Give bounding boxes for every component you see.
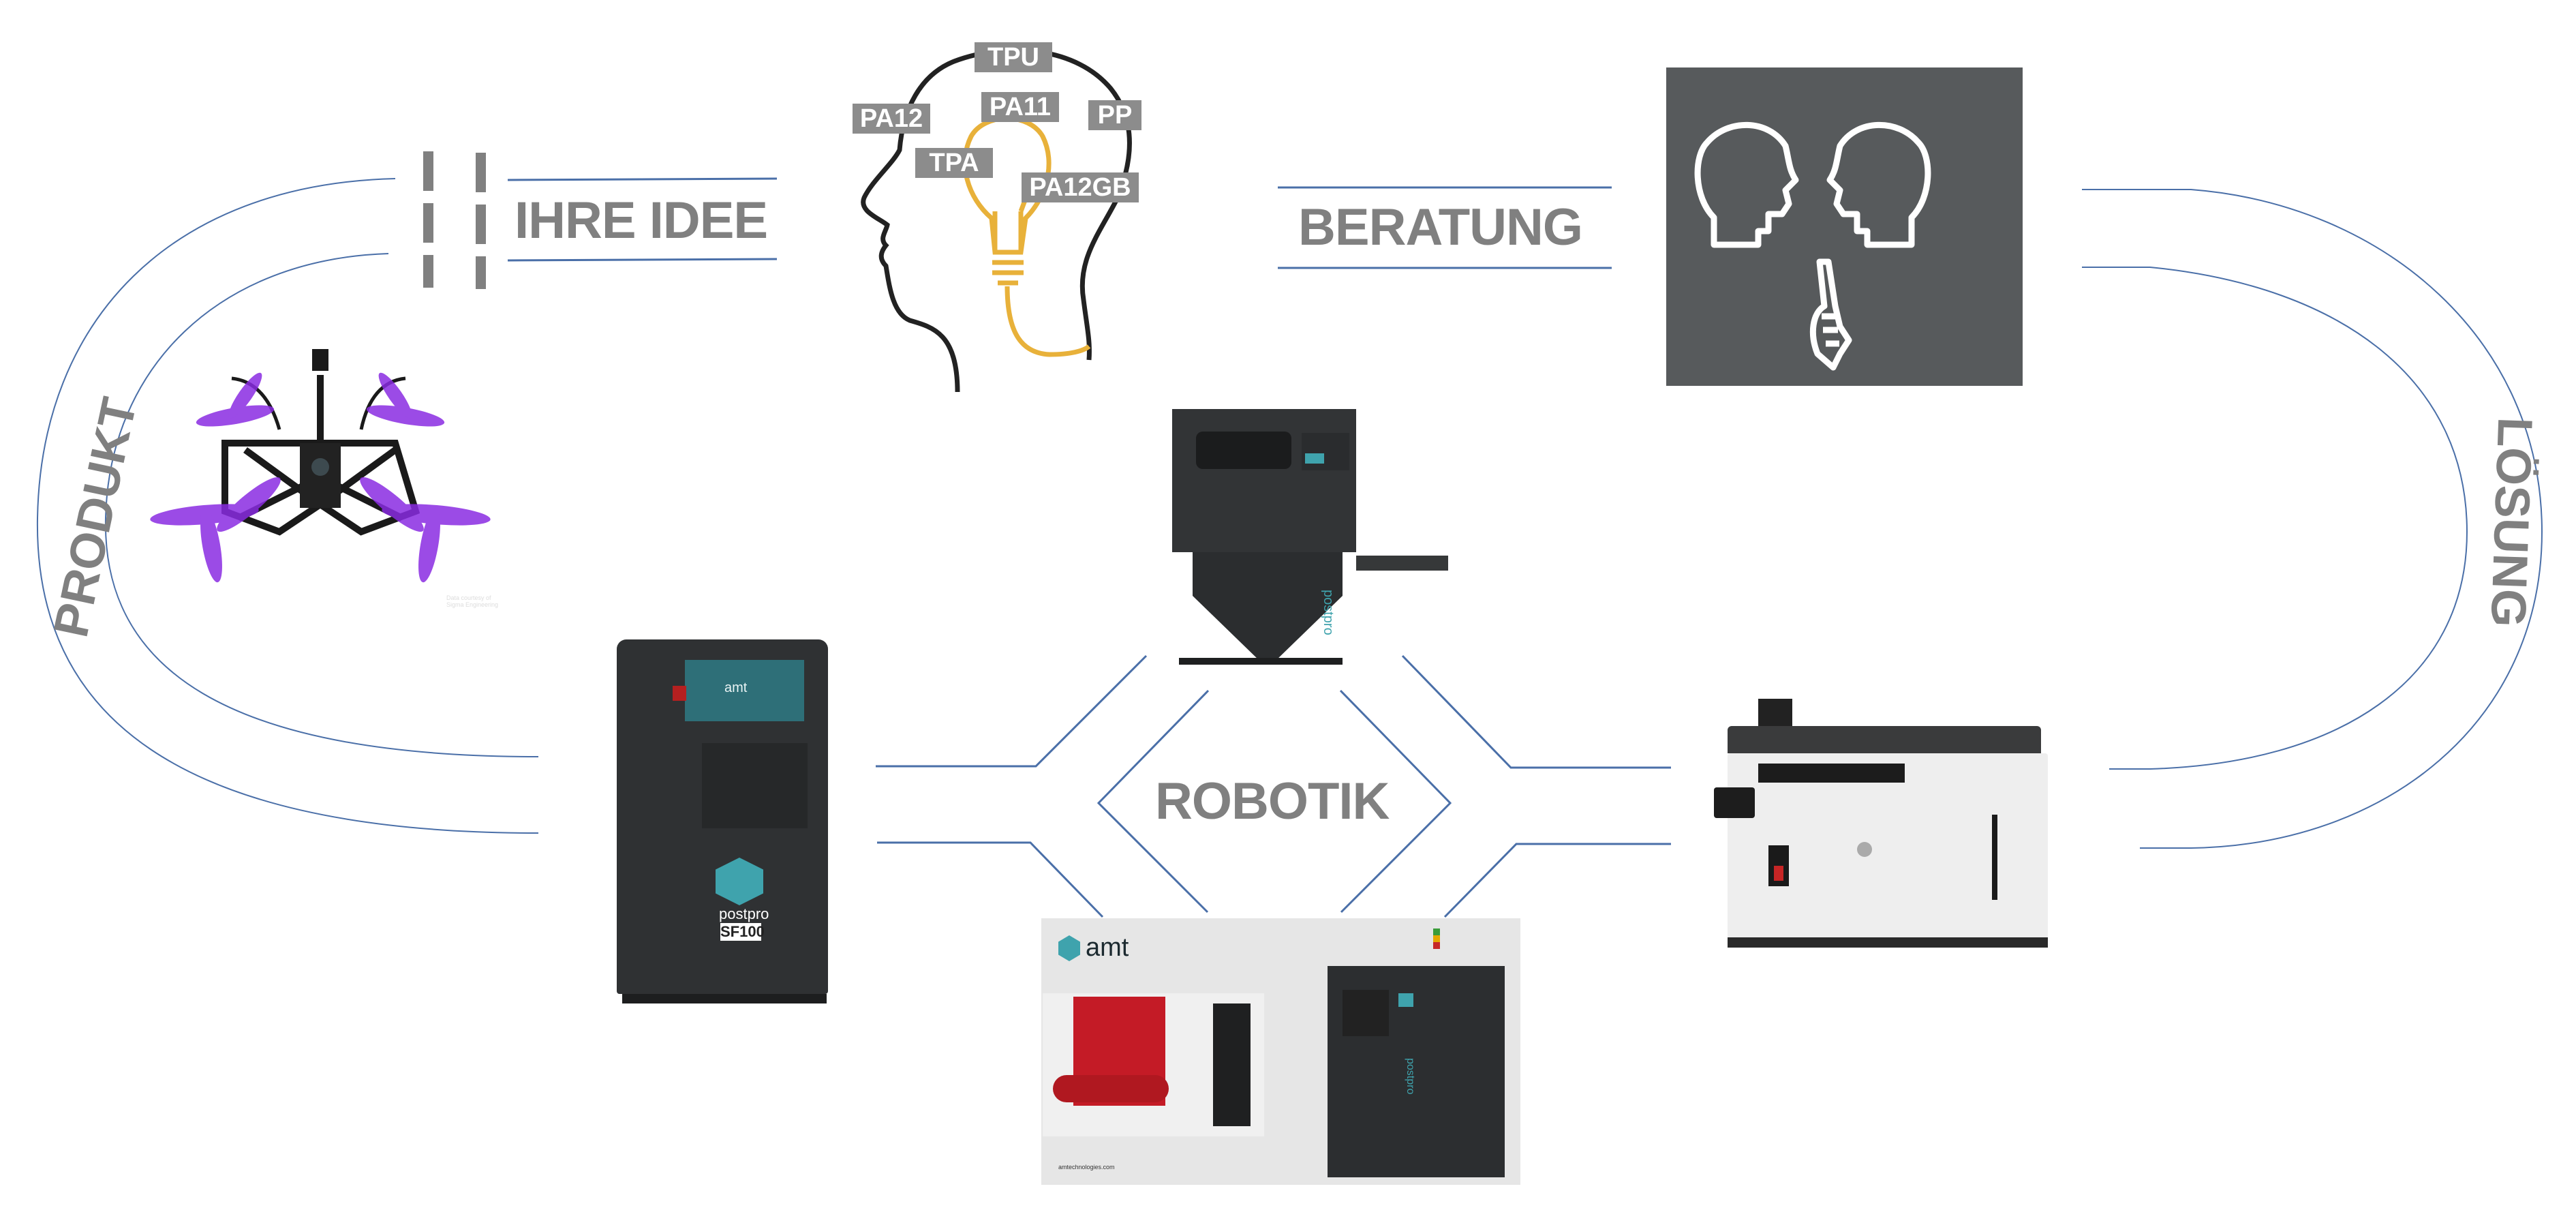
hp-3d-printer xyxy=(1714,699,2061,968)
hp-logo-icon xyxy=(1857,842,1872,857)
material-tag-tpa: TPA xyxy=(915,148,993,178)
signal-tower-icon xyxy=(1433,928,1440,949)
head-lightbulb-icon xyxy=(861,48,1132,393)
robotik-line-right-bottom xyxy=(1443,843,1671,918)
control-panel xyxy=(1302,433,1349,470)
stage-label-robotics: ROBOTIK xyxy=(1155,772,1390,830)
idea-pipe-icon xyxy=(423,151,486,289)
amt-logo-icon xyxy=(1058,935,1080,961)
emergency-stop-button xyxy=(673,686,686,701)
stage-label-consulting: BERATUNG xyxy=(1298,198,1583,256)
robotics-caption: amtechnologies.com xyxy=(1058,1164,1115,1171)
two-heads-thumbs-up-icon xyxy=(1694,121,1931,371)
postpro-depowder-machine: postpro xyxy=(1172,392,1472,678)
product-arc-outer xyxy=(36,178,539,834)
postpro-sf100-machine: amt postpro SF100 xyxy=(617,633,828,1018)
robotik-line-left-top xyxy=(876,654,1148,768)
material-tag-pa11: PA11 xyxy=(981,92,1059,122)
stage-label-idea: IHRE IDEE xyxy=(515,192,768,250)
robotics-machine: postpro xyxy=(1328,966,1505,1177)
idea-head-illustration: TPU PA12 PA11 PP TPA PA12GB xyxy=(845,27,1227,395)
robotik-line-left-bottom xyxy=(877,841,1104,918)
product-arc-inner xyxy=(104,253,539,757)
material-tag-pa12gb: PA12GB xyxy=(1022,172,1139,202)
drone-credit-text: Data courtesy of Sigma Engineering xyxy=(446,594,499,608)
conveyor-photo xyxy=(1043,993,1264,1136)
stage-label-solution: LÖSUNG xyxy=(2480,416,2543,629)
robotics-brand: postpro xyxy=(1405,1058,1416,1095)
drone-icon xyxy=(150,349,491,583)
material-tag-pa12: PA12 xyxy=(853,104,930,134)
idea-line-top xyxy=(507,177,778,181)
solution-arc-inner xyxy=(2082,267,2468,770)
sf100-screen: amt xyxy=(685,660,804,721)
robotics-image-panel: amt postpro amtechnologies.com xyxy=(1041,918,1520,1185)
amt-logo-text: amt xyxy=(1086,933,1129,962)
robotik-line-right-top xyxy=(1401,654,1671,769)
drone-product-image: Data courtesy of Sigma Engineering xyxy=(136,341,504,614)
sf100-brand: postpro xyxy=(719,905,769,922)
depowder-brand: postpro xyxy=(1321,590,1336,635)
sf100-model-badge: SF100 xyxy=(720,923,765,941)
idea-line-bottom xyxy=(507,258,778,262)
robotik-diamond-left xyxy=(1097,689,1210,913)
solution-arc-outer xyxy=(2082,189,2543,849)
material-tag-pp: PP xyxy=(1088,100,1141,130)
touch-panel xyxy=(1714,787,1755,818)
robotik-diamond-right xyxy=(1339,689,1452,913)
sf100-screen-logo: amt xyxy=(724,680,748,695)
consulting-panel xyxy=(1666,67,2023,386)
material-tag-tpu: TPU xyxy=(975,42,1052,72)
